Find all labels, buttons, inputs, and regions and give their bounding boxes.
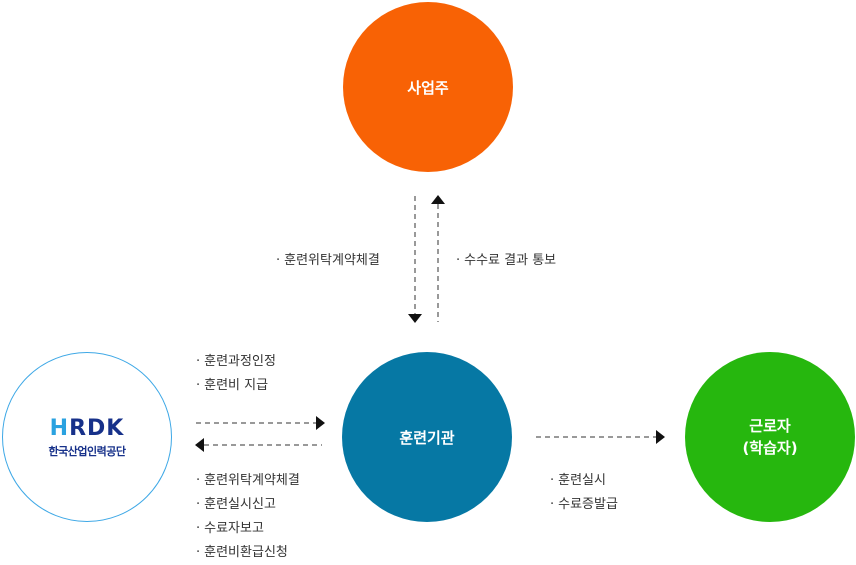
flow-label-item: ·훈련과정인정 [196,350,276,374]
institution-node: 훈련기관 [342,352,512,522]
flow-label-item: ·훈련실시 [550,469,618,493]
hrdk-node: HRDK 한국산업인력공단 [2,352,172,522]
flow-label-text: 수수료 결과 통보 [464,253,557,268]
bullet-dot: · [196,473,201,488]
institution-label: 훈련기관 [399,428,455,447]
employer-label: 사업주 [407,78,449,97]
worker-sublabel: (학습자) [742,439,798,457]
flow-label-item: ·훈련비 지급 [196,374,276,398]
flow-label-item: ·수수료 결과 통보 [456,249,556,273]
worker-label: 근로자 [749,417,791,435]
employer-to-institution-labels: ·훈련위탁계약체결 [276,249,380,273]
bullet-dot: · [456,253,461,268]
arrowhead-up [431,195,445,204]
flow-label-text: 훈련위탁계약체결 [284,253,380,268]
bullet-dot: · [550,473,555,488]
bullet-dot: · [550,497,555,512]
hrdk-to-institution-labels: ·훈련과정인정·훈련비 지급 [196,350,276,398]
flow-label-text: 훈련과정인정 [204,354,276,369]
flow-label-text: 훈련실시 [558,473,606,488]
institution-to-employer-labels: ·수수료 결과 통보 [456,249,556,273]
arrowhead-down [408,314,422,323]
flow-label-item: ·수료자보고 [196,517,300,541]
flow-label-item: ·훈련위탁계약체결 [276,249,380,273]
bullet-dot: · [276,253,281,268]
institution-to-hrdk-labels: ·훈련위탁계약체결·훈련실시신고·수료자보고·훈련비환급신청 [196,469,300,565]
institution-to-worker-labels: ·훈련실시·수료증발급 [550,469,618,517]
bullet-dot: · [196,354,201,369]
flow-label-item: ·훈련비환급신청 [196,541,300,565]
hrdk-name: 한국산업인력공단 [48,444,126,458]
arrowhead-right-hrdk [316,416,325,430]
arrowhead-right-worker [656,430,665,444]
bullet-dot: · [196,521,201,536]
flow-label-text: 훈련실시신고 [204,497,276,512]
worker-node: 근로자 (학습자) [685,352,855,522]
flow-label-text: 수료자보고 [204,521,264,536]
bullet-dot: · [196,545,201,560]
flow-label-item: ·수료증발급 [550,493,618,517]
hrdk-logo: HRDK [49,415,125,441]
flow-label-text: 훈련비환급신청 [204,545,288,560]
flow-label-item: ·훈련위탁계약체결 [196,469,300,493]
flow-label-text: 수료증발급 [558,497,618,512]
bullet-dot: · [196,378,201,393]
flow-label-item: ·훈련실시신고 [196,493,300,517]
bullet-dot: · [196,497,201,512]
flow-label-text: 훈련위탁계약체결 [204,473,300,488]
flow-label-text: 훈련비 지급 [204,378,269,393]
arrowhead-left-hrdk [195,438,204,452]
employer-node: 사업주 [343,2,513,172]
